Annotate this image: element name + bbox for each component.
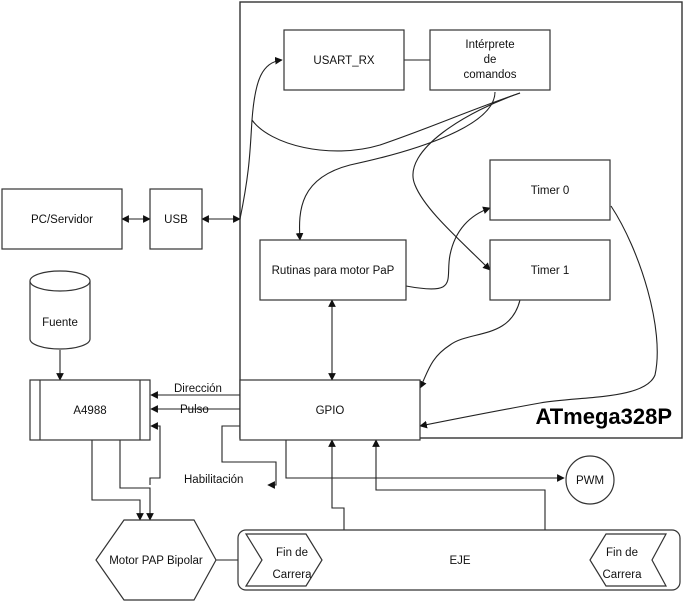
wire-habilitacion [221, 425, 277, 489]
motor-hexagon [95, 519, 217, 601]
fuente-label: Fuente [42, 317, 78, 329]
fin-left-label-2: Carrera [273, 569, 313, 581]
fin-right-label-1: Fin de [606, 547, 638, 559]
timer0-label: Timer 0 [531, 185, 570, 197]
timer1-label: Timer 1 [531, 265, 570, 277]
usart-rx-label: USART_RX [313, 55, 374, 67]
eje-box [237, 529, 681, 591]
pulso-label: Pulso [180, 404, 209, 416]
wire-usart-loop [251, 92, 521, 152]
usb-label: USB [164, 214, 188, 226]
habilitacion-label: Habilitación [184, 474, 243, 486]
pwm-circle [565, 455, 615, 505]
fuente-cylinder [29, 270, 91, 350]
gpio-label: GPIO [316, 405, 345, 417]
fin-right-label-2: Carrera [603, 569, 643, 581]
wire-interprete-timer1 [412, 92, 521, 271]
gpio-box [239, 379, 421, 441]
wire-habilitacion-a4988 [149, 422, 161, 485]
wire-interprete-rutinas [295, 91, 496, 241]
a4988-label: A4988 [73, 405, 106, 417]
a4988-box [29, 379, 151, 441]
interprete-label-3: comandos [463, 69, 516, 81]
wire-timer1-gpio [419, 299, 521, 389]
rutinas-box [259, 239, 407, 301]
fin-carrera-left [244, 533, 323, 587]
pc-label: PC/Servidor [31, 214, 93, 226]
wire-gpio-pwm [285, 438, 565, 482]
motor-label: Motor PAP Bipolar [109, 555, 203, 567]
direccion-label: Dirección [174, 383, 222, 395]
usart-rx-box [283, 29, 405, 91]
atmega-title: ATmega328P [535, 404, 672, 429]
wire-rutinas-timer0 [405, 206, 491, 290]
wire-a4988-motor-1 [91, 440, 144, 521]
fin-left-label-1: Fin de [276, 547, 308, 559]
timer0-box [489, 159, 611, 221]
usb-box [149, 188, 203, 250]
pc-box [1, 188, 123, 250]
eje-label: EJE [449, 555, 470, 567]
interprete-label-2: de [484, 54, 497, 66]
timer1-box [489, 239, 611, 301]
interprete-box [429, 29, 551, 91]
wire-timer0-gpio [419, 205, 658, 429]
pwm-label: PWM [576, 475, 604, 487]
fin-carrera-right [589, 533, 668, 587]
wire-a4988-motor-2 [119, 440, 154, 521]
rutinas-label: Rutinas para motor PaP [272, 265, 395, 277]
interprete-label-1: Intérprete [465, 39, 514, 51]
